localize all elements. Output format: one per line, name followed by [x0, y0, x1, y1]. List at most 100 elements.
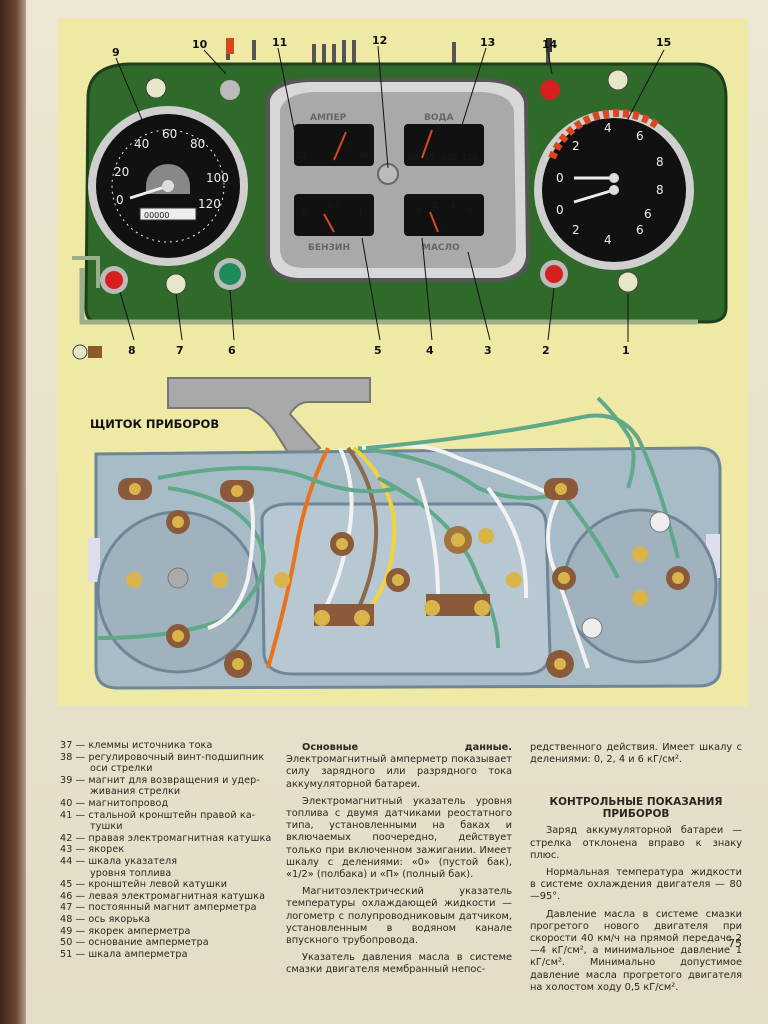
cable-harness — [167, 377, 371, 464]
temperature-tick: 120 — [462, 153, 477, 162]
legend-line: 51 — шкала амперметра — [60, 948, 188, 960]
callout-4: 4 — [426, 344, 434, 357]
callout-3: 3 — [484, 344, 492, 357]
red-lamp-icon — [545, 265, 563, 283]
fuel-tick: 0 — [302, 207, 307, 216]
legend-line: 48 — ось якорька — [60, 913, 151, 925]
oil-pressure-label: МАСЛО — [422, 243, 460, 253]
temperature-tick: 40 — [408, 153, 418, 162]
speedometer: 0 20 40 60 80 100 120 00000 — [88, 106, 248, 266]
callout-10: 10 — [192, 38, 208, 51]
book-spine — [0, 0, 30, 1024]
callout-14: 14 — [542, 38, 558, 51]
temperature-tick: 80 — [424, 153, 434, 162]
legend-line: 39 — магнит для возвращения и удер- — [60, 774, 260, 786]
paragraph: Магнитоэлектрический указатель температу… — [286, 886, 512, 947]
paragraph: Нормальная температура жидкости в систем… — [530, 867, 742, 903]
indicator-lamps — [72, 69, 639, 360]
right-gauge-tick: 0 — [556, 203, 564, 217]
paragraph: Электромагнитный амперметр показывает си… — [286, 754, 512, 790]
legend-line: 41 — стальной кронштейн правой ка- — [60, 809, 256, 821]
right-gauge-tick: 4 — [604, 233, 612, 247]
oil-pressure-window — [404, 194, 484, 236]
legend-line: 44 — шкала указателя — [60, 855, 178, 867]
paragraph: Заряд аккумуляторной батареи — стрелка о… — [530, 825, 742, 861]
speedometer-tick: 0 — [116, 193, 124, 207]
parts-legend: 37 — клеммы источника тока 38 — регулиро… — [60, 740, 271, 960]
paragraph: редственного действия. Имеет шкалу с дел… — [530, 742, 742, 766]
right-gauge-tick: 2 — [572, 223, 580, 237]
oil-pressure-tick: 0 — [416, 207, 421, 216]
red-lamp-icon — [105, 271, 123, 289]
legend-line: оси стрелки — [90, 763, 153, 775]
legend-line: живания стрелки — [90, 786, 181, 798]
section-heading: КОНТРОЛЬНЫЕ ПОКАЗАНИЯ ПРИБОРОВ — [549, 796, 723, 821]
callouts: 9 10 11 12 13 14 15 8 7 6 5 4 3 2 1 — [112, 34, 671, 357]
text-column-right: редственного действия. Имеет шкалу с дел… — [530, 742, 742, 999]
right-gauge: 2 4 6 8 0 0 8 6 2 4 6 — [534, 109, 694, 270]
fuel-gauge-label: БЕНЗИН — [308, 243, 350, 253]
speedometer-tick: 100 — [206, 171, 229, 185]
callout-12: 12 — [372, 34, 387, 47]
callout-1: 1 — [622, 344, 630, 357]
right-gauge-tick: 6 — [636, 223, 644, 237]
temperature-gauge-label: ВОДА — [424, 113, 454, 123]
right-gauge-tick: 2 — [572, 139, 580, 153]
legend-line: тушки — [90, 821, 123, 833]
terminals — [118, 478, 690, 678]
legend-line: 45 — кронштейн левой катушки — [60, 879, 228, 891]
page-number: 75 — [728, 937, 742, 950]
oil-pressure-tick: 4 — [450, 201, 455, 210]
ammeter-label: АМПЕР — [310, 113, 347, 123]
callout-13: 13 — [480, 36, 495, 49]
green-lamp-icon — [219, 263, 241, 285]
speedometer-tick: 20 — [114, 165, 129, 179]
gauge-housing — [562, 508, 718, 664]
wiring — [97, 396, 680, 669]
section-lead: Основные данные. — [302, 742, 512, 753]
fuel-tick: 0,5 — [328, 201, 341, 210]
figure-title: ЩИТОК ПРИБОРОВ — [90, 417, 220, 431]
callout-7: 7 — [176, 344, 184, 357]
ammeter-tick: 0 — [330, 151, 335, 160]
legend-line: 47 — постоянный магнит амперметра — [60, 902, 257, 914]
right-gauge-tick: 8 — [656, 155, 664, 169]
speedometer-tick: 60 — [162, 127, 177, 141]
callout-5: 5 — [374, 344, 382, 357]
fuel-tick: 1 — [358, 207, 363, 216]
speedometer-tick: 80 — [190, 137, 205, 151]
right-gauge-tick: 8 — [656, 183, 664, 197]
legend-line: 38 — регулировочный винт-подшипник — [60, 751, 265, 763]
speedometer-tick: 40 — [134, 137, 149, 151]
callout-2: 2 — [542, 344, 550, 357]
legend-line: 46 — левая электромагнитная катушка — [60, 890, 266, 902]
right-gauge-tick: 6 — [636, 129, 644, 143]
legend-line: 50 — основание амперметра — [60, 937, 209, 949]
text-column-middle: Основные данные. Электромагнитный амперм… — [286, 742, 512, 982]
cluster-housing — [260, 502, 552, 676]
red-wire-top — [226, 38, 234, 54]
speedometer-tick: 120 — [198, 197, 221, 211]
legend-line: 37 — клеммы источника тока — [60, 740, 213, 751]
oil-pressure-tick: 2 — [432, 201, 437, 210]
callout-15: 15 — [656, 36, 671, 49]
temperature-tick: 100 — [442, 153, 457, 162]
legend-line: 40 — магнитопровод — [60, 797, 169, 809]
right-gauge-tick: 6 — [644, 207, 652, 221]
legend-line: 49 — якорек амперметра — [60, 925, 191, 937]
callout-8: 8 — [128, 344, 136, 357]
temperature-gauge-window — [404, 124, 484, 166]
legend-line: уровня топлива — [90, 867, 172, 879]
fuel-gauge-window — [294, 194, 374, 236]
oil-pressure-tick: 6 — [468, 207, 473, 216]
paragraph: Электромагнитный указатель уровня топлив… — [286, 795, 512, 881]
instrument-panel-illustration: 0 20 40 60 80 100 120 00000 АМПЕР 30 0 3… — [72, 34, 728, 690]
ammeter-tick: 30 — [296, 151, 306, 160]
paragraph: Указатель давления масла в системе смазк… — [286, 952, 512, 976]
odometer: 00000 — [144, 211, 169, 220]
central-gauge-cluster: АМПЕР 30 0 30 ВОДА 40 80 100 120 0 0,5 1… — [266, 78, 531, 282]
paragraph: Давление масла в системе смазки прогрето… — [530, 908, 742, 993]
right-gauge-tick: 4 — [604, 121, 612, 135]
callout-9: 9 — [112, 46, 120, 59]
legend-line: 43 — якорек — [60, 844, 125, 856]
